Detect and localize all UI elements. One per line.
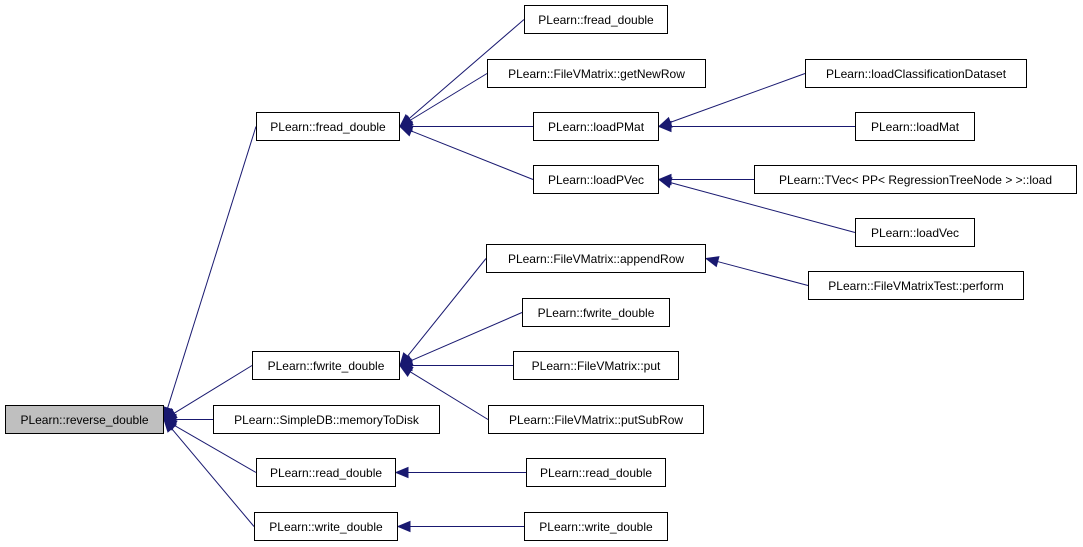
- edge-loadvec-to-loadpvec: [670, 182, 856, 233]
- edge-fwrite-double-right-to-fwrite-double-mid: [410, 312, 523, 362]
- node-filevmatrix-get-new-row[interactable]: PLearn::FileVMatrix::getNewRow: [487, 59, 706, 88]
- edge-putsubrow-to-fwrite-double-mid: [409, 371, 489, 420]
- node-read-double-caller[interactable]: PLearn::read_double: [526, 458, 666, 487]
- node-filevmatrixtest-perform[interactable]: PLearn::FileVMatrixTest::perform: [808, 271, 1024, 300]
- node-filevmatrix-put-sub-row[interactable]: PLearn::FileVMatrix::putSubRow: [488, 405, 704, 434]
- node-filevmatrix-append-row[interactable]: PLearn::FileVMatrix::appendRow: [486, 244, 706, 273]
- node-load-vec[interactable]: PLearn::loadVec: [855, 218, 975, 247]
- edge-read-double-mid-to-reverse-double: [174, 425, 257, 473]
- node-load-pvec[interactable]: PLearn::loadPVec: [533, 165, 659, 194]
- arrowhead-filevmatrixtest-perform-to-appendrow: [704, 256, 720, 268]
- node-tvec-regression-tree-node-load[interactable]: PLearn::TVec< PP< RegressionTreeNode > >…: [754, 165, 1077, 194]
- edge-fread-double-mid-to-reverse-double: [167, 126, 257, 409]
- node-fwrite-double-caller[interactable]: PLearn::fwrite_double: [522, 298, 670, 327]
- arrowhead-write-double-mid-to-reverse-double: [163, 418, 177, 433]
- arrowhead-loadpvec-to-fread-double-mid: [398, 125, 414, 137]
- edge-loadpvec-to-fread-double-mid: [410, 130, 534, 180]
- edge-filevmatrixtest-perform-to-appendrow: [717, 261, 809, 286]
- node-load-classification-dataset[interactable]: PLearn::loadClassificationDataset: [805, 59, 1027, 88]
- edge-getnewrow-to-fread-double-mid: [409, 73, 488, 121]
- node-filevmatrix-put[interactable]: PLearn::FileVMatrix::put: [513, 351, 679, 380]
- edge-write-double-mid-to-reverse-double: [171, 428, 255, 527]
- edge-appendrow-to-fwrite-double-mid: [407, 258, 487, 357]
- node-write-double-caller[interactable]: PLearn::write_double: [524, 512, 668, 541]
- node-simpledb-memory-to-disk[interactable]: PLearn::SimpleDB::memoryToDisk: [213, 405, 440, 434]
- edge-fwrite-double-mid-to-reverse-double: [173, 365, 253, 414]
- node-fread-double[interactable]: PLearn::fread_double: [256, 112, 400, 141]
- arrowhead-putsubrow-to-fwrite-double-mid: [398, 364, 414, 377]
- edge-loadclassificationdataset-to-loadpmat: [670, 73, 806, 123]
- node-write-double[interactable]: PLearn::write_double: [254, 512, 398, 541]
- arrowhead-loadvec-to-loadpvec: [657, 177, 673, 189]
- edge-fread-double-top-to-fread-double-mid: [408, 19, 525, 120]
- node-read-double[interactable]: PLearn::read_double: [256, 458, 396, 487]
- node-load-mat[interactable]: PLearn::loadMat: [855, 112, 975, 141]
- arrowhead-loadmat-to-loadpmat: [657, 120, 672, 133]
- node-reverse-double: PLearn::reverse_double: [5, 405, 164, 434]
- arrowhead-read-double-right-to-read-double-mid: [394, 466, 409, 479]
- arrowhead-write-double-right-to-write-double-mid: [396, 520, 411, 533]
- node-load-pmat[interactable]: PLearn::loadPMat: [533, 112, 659, 141]
- node-fread-double-caller[interactable]: PLearn::fread_double: [524, 5, 668, 34]
- node-fwrite-double[interactable]: PLearn::fwrite_double: [252, 351, 400, 380]
